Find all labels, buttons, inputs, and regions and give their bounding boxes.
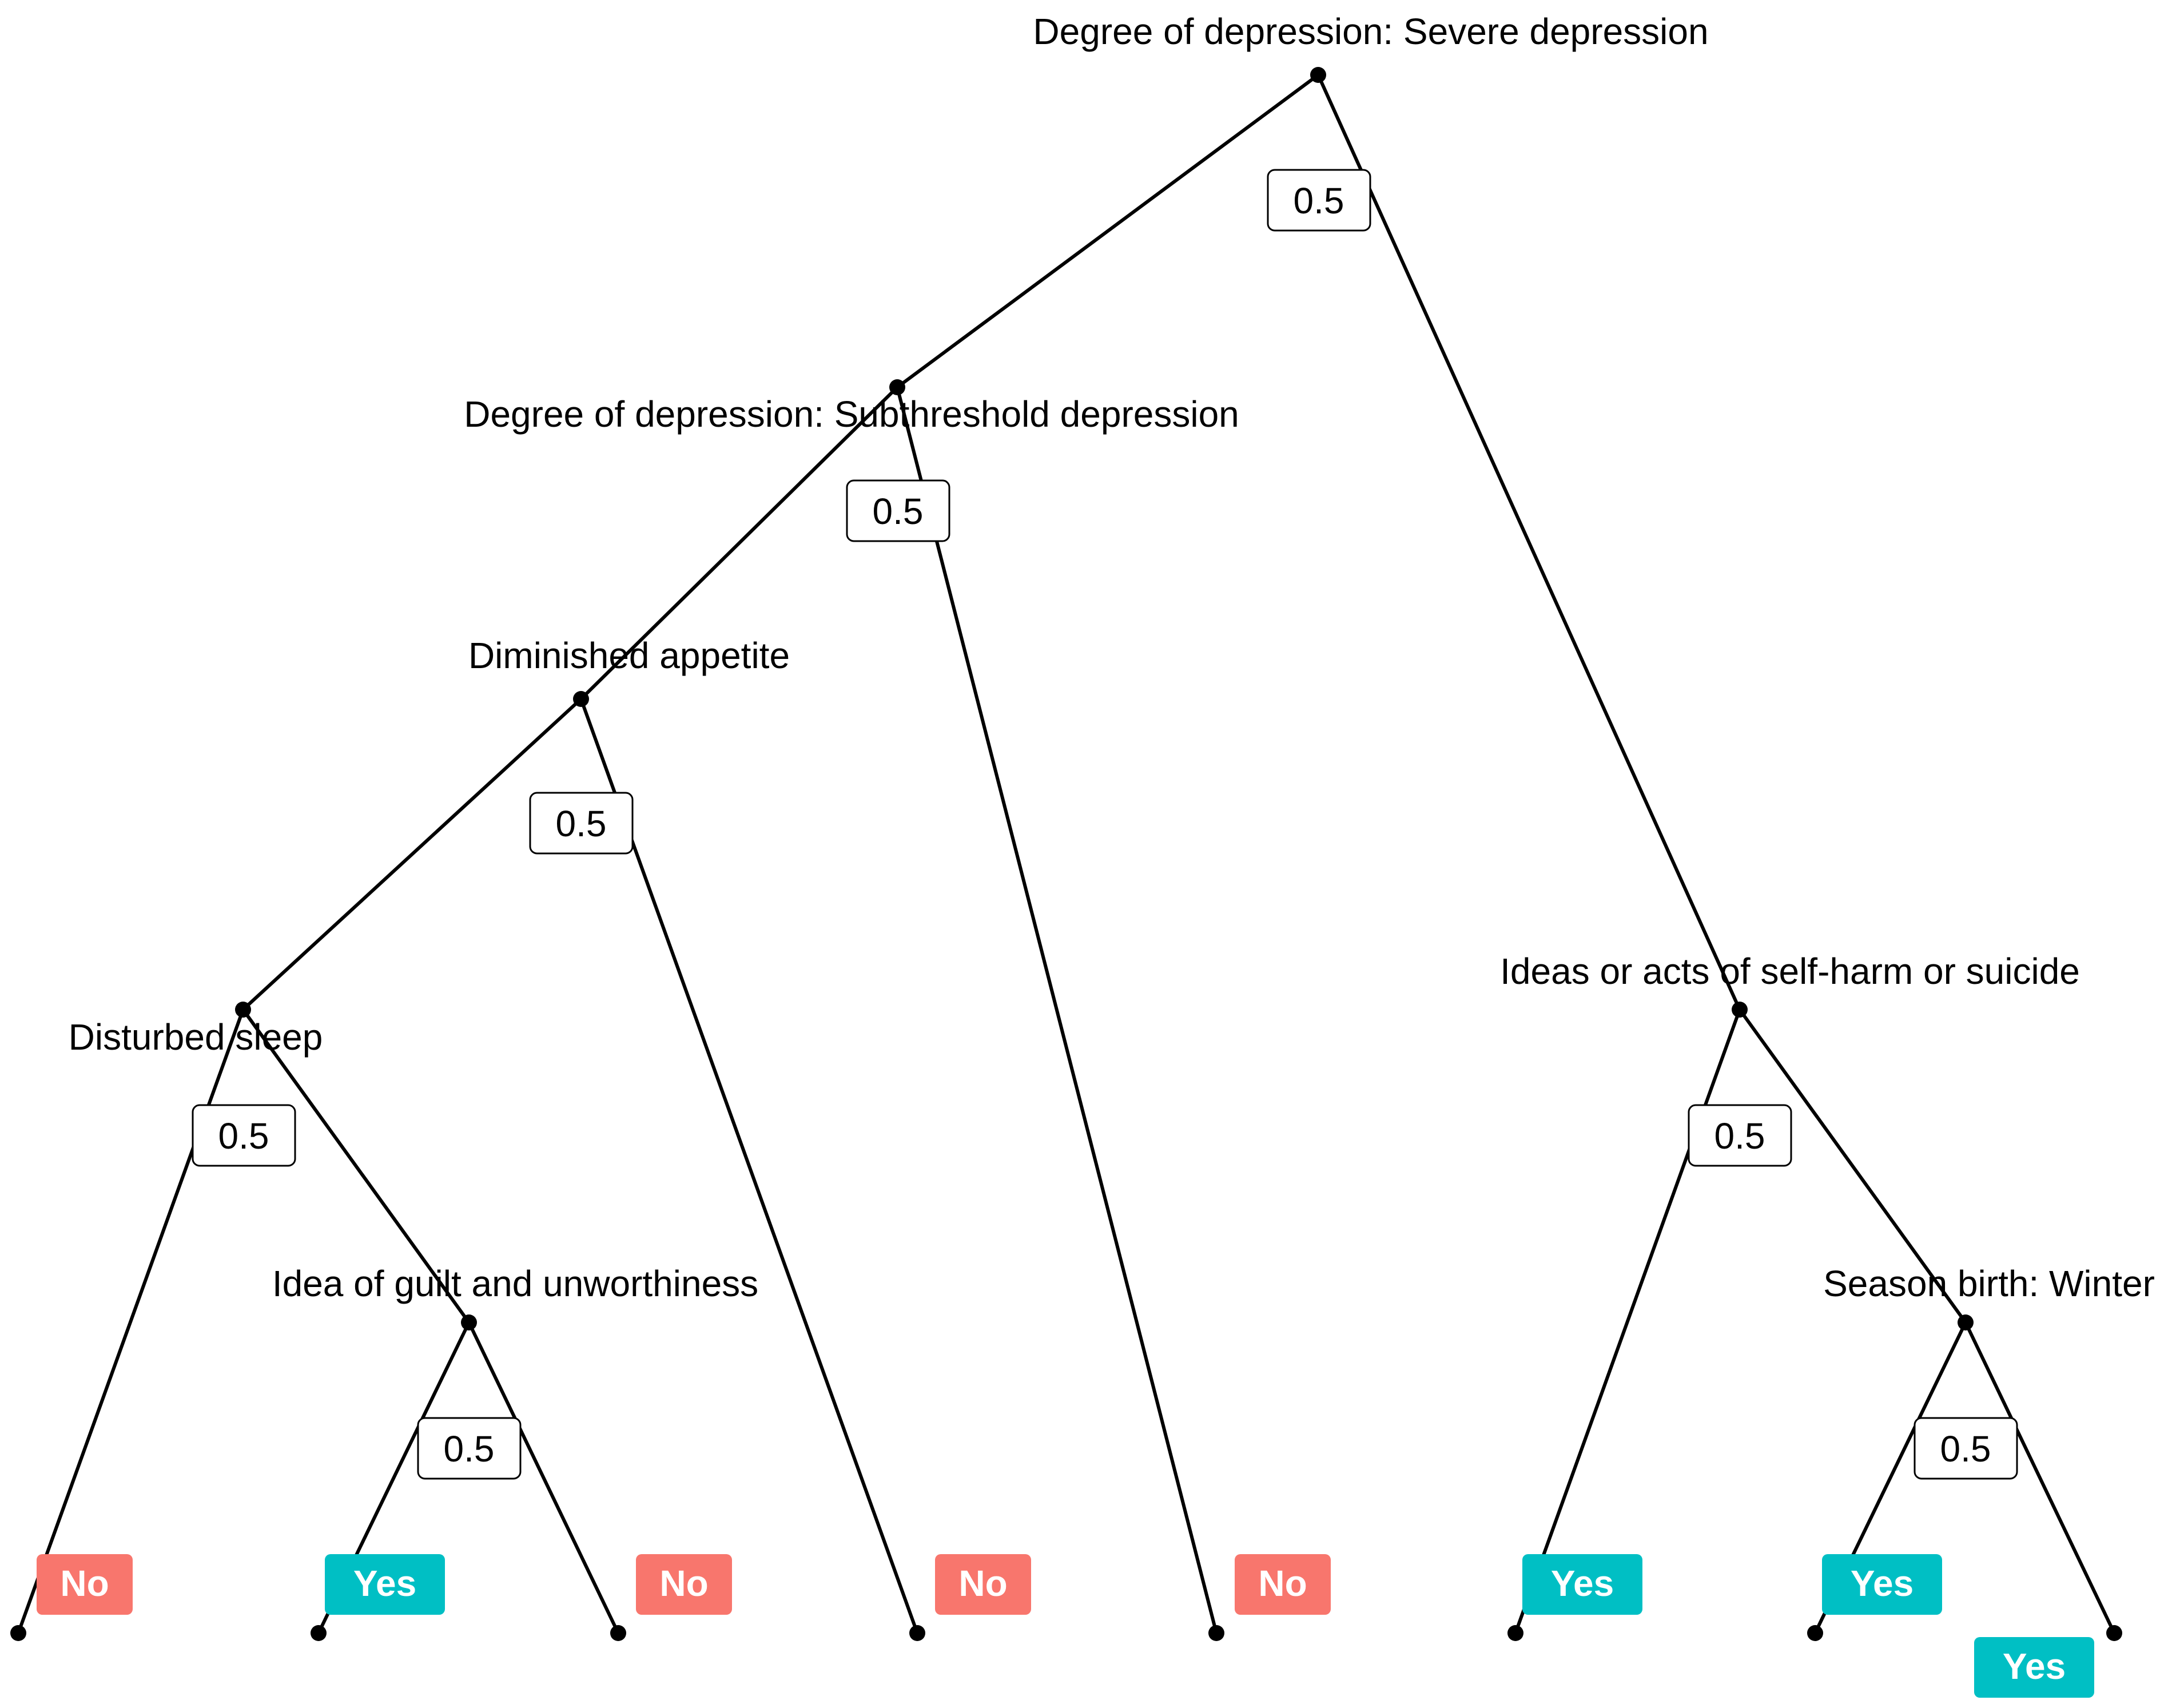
threshold-selfharm: 0.5 <box>1688 1104 1792 1167</box>
threshold-season-label: 0.5 <box>1940 1428 1991 1469</box>
internal-node-dots <box>235 67 1974 1330</box>
leaf-dot-3 <box>610 1625 626 1641</box>
node-label-guilt: Idea of guilt and unworthiness <box>272 1263 758 1304</box>
node-dot-subthreshold <box>889 379 905 395</box>
edge-appetite-sleep <box>241 697 583 1011</box>
tree-edges <box>17 73 2116 1634</box>
leaf-label-1-text: No <box>60 1563 109 1604</box>
node-dot-sleep <box>235 1002 251 1018</box>
edge-root-selfharm <box>1316 74 1741 1011</box>
leaf-label-5-text: No <box>1258 1563 1307 1604</box>
leaf-label-4: No <box>935 1554 1031 1615</box>
leaf-label-2: Yes <box>325 1554 445 1615</box>
leaf-label-2-text: Yes <box>353 1563 416 1604</box>
node-dot-appetite <box>573 691 589 707</box>
threshold-subthreshold-label: 0.5 <box>873 491 924 532</box>
leaf-label-3: No <box>636 1554 732 1615</box>
node-dot-root <box>1310 67 1326 83</box>
threshold-sleep-label: 0.5 <box>218 1115 269 1157</box>
leaf-label-3-text: No <box>659 1563 708 1604</box>
leaf-node-dots <box>10 1625 2122 1641</box>
node-label-season: Season birth: Winter <box>1823 1263 2155 1304</box>
edge-selfharm-leaf6 <box>1514 1008 1741 1634</box>
leaf-label-7-text: Yes <box>1851 1563 1914 1604</box>
edge-selfharm-season <box>1738 1008 1967 1324</box>
edge-sleep-guilt <box>241 1008 471 1324</box>
leaf-dot-8 <box>2106 1625 2122 1641</box>
leaf-label-6-text: Yes <box>1551 1563 1614 1604</box>
edge-subthreshold-leaf5 <box>896 387 1218 1634</box>
leaf-label-8-text: Yes <box>2003 1646 2066 1687</box>
leaf-label-7: Yes <box>1822 1554 1942 1615</box>
edge-subthreshold-appetite <box>579 386 899 701</box>
node-labels: Degree of depression: Severe depression … <box>69 11 2155 1304</box>
leaf-dot-2 <box>311 1625 327 1641</box>
threshold-root: 0.5 <box>1267 169 1371 232</box>
edge-guilt-leaf3 <box>467 1321 620 1634</box>
leaf-dot-6 <box>1507 1625 1523 1641</box>
leaf-dot-5 <box>1208 1625 1224 1641</box>
threshold-boxes: 0.5 0.5 0.5 0.5 0.5 0.5 0.5 <box>192 169 2018 1480</box>
leaf-label-4-text: No <box>958 1563 1007 1604</box>
node-label-subthreshold: Degree of depression: Subthreshold depre… <box>464 394 1239 435</box>
threshold-selfharm-label: 0.5 <box>1714 1115 1765 1157</box>
leaf-dot-4 <box>909 1625 925 1641</box>
leaf-label-6: Yes <box>1522 1554 1642 1615</box>
threshold-sleep: 0.5 <box>192 1104 296 1167</box>
threshold-guilt: 0.5 <box>417 1417 522 1480</box>
node-dot-season <box>1958 1314 1974 1330</box>
leaf-dot-1 <box>10 1625 26 1641</box>
leaf-dot-7 <box>1807 1625 1823 1641</box>
edge-appetite-leaf4 <box>579 698 919 1634</box>
node-label-selfharm: Ideas or acts of self-harm or suicide <box>1500 951 2080 992</box>
threshold-appetite: 0.5 <box>529 792 634 855</box>
node-label-sleep: Disturbed sleep <box>69 1016 323 1058</box>
leaf-label-5: No <box>1235 1554 1331 1615</box>
edge-sleep-leaf1 <box>17 1008 245 1634</box>
threshold-appetite-label: 0.5 <box>556 803 607 844</box>
threshold-root-label: 0.5 <box>1294 180 1344 221</box>
threshold-guilt-label: 0.5 <box>444 1428 495 1469</box>
node-label-root: Degree of depression: Severe depression <box>1033 11 1708 52</box>
edge-season-leaf8 <box>1964 1321 2116 1634</box>
node-dot-selfharm <box>1732 1002 1748 1018</box>
leaf-label-1: No <box>37 1554 133 1615</box>
node-label-appetite: Diminished appetite <box>468 635 790 676</box>
edge-root-subthreshold <box>896 73 1319 389</box>
leaf-labels: No Yes No No No Yes Yes Yes <box>37 1554 2094 1698</box>
leaf-label-8: Yes <box>1974 1637 2094 1698</box>
threshold-subthreshold: 0.5 <box>846 479 950 542</box>
threshold-season: 0.5 <box>1914 1417 2018 1480</box>
node-dot-guilt <box>461 1314 477 1330</box>
